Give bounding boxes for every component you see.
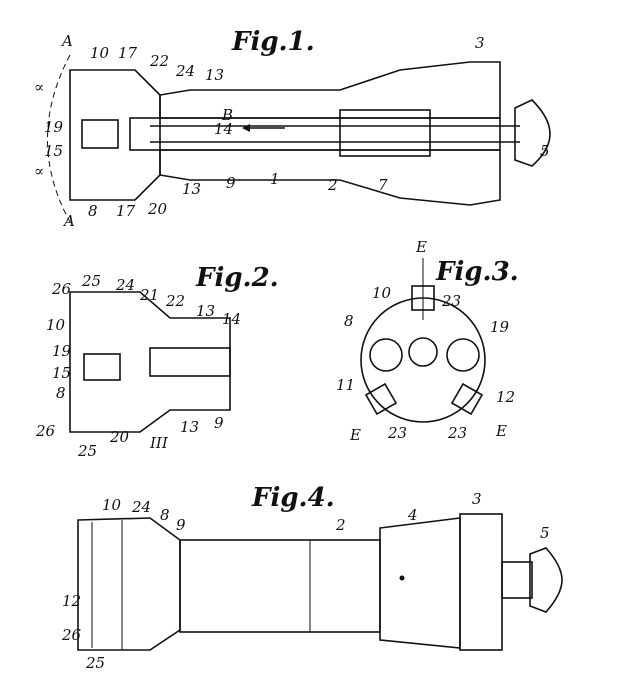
fig2-label: 22 xyxy=(165,292,185,310)
fig4-tube xyxy=(179,539,381,633)
fig1-label: 17 xyxy=(118,44,138,62)
fig3-label: E xyxy=(495,422,507,440)
fig2-bore xyxy=(149,347,231,377)
fig3-label: 19 xyxy=(490,318,510,336)
fig2-label: 25 xyxy=(77,442,97,460)
fig1-label: 20 xyxy=(147,200,168,218)
figure-3: Fig.3. E 10 23 8 19 11 12 E 23 23 E xyxy=(336,238,519,444)
fig2-label: 19 xyxy=(52,342,72,360)
fig1-label: 24 xyxy=(175,62,195,80)
fig4-label: 24 xyxy=(131,498,151,516)
fig1-plunger xyxy=(81,119,119,149)
fig1-label: A xyxy=(60,32,73,50)
fig3-label: 8 xyxy=(344,312,354,330)
fig4-spindle xyxy=(501,561,533,599)
fig1-label: 13 xyxy=(205,66,224,84)
fig1-label: 3 xyxy=(475,34,485,52)
fig2-plunger xyxy=(83,353,121,381)
fig3-key-left xyxy=(364,382,398,416)
fig2-label: 8 xyxy=(56,384,66,402)
fig3-key-right xyxy=(450,382,484,416)
fig3-label: 23 xyxy=(447,424,467,442)
fig2-label: 13 xyxy=(180,418,199,436)
fig2-labels: 26 25 24 21 22 13 14 10 19 15 8 26 20 25… xyxy=(35,272,241,460)
fig3-body xyxy=(360,297,486,423)
fig2-label: 15 xyxy=(52,364,71,382)
fig1-label: A xyxy=(62,212,75,230)
fig3-key-top xyxy=(411,285,435,311)
fig1-arrowhead xyxy=(242,124,250,132)
figure-1: Fig.1. A 10 17 22 24 13 3 ∝ xyxy=(34,27,551,230)
fig3-label: 10 xyxy=(372,284,392,302)
fig1-label: 8 xyxy=(88,202,98,220)
figure-2: Fig.2. 26 25 24 21 22 13 14 10 19 15 8 2… xyxy=(35,263,279,460)
fig3-title: Fig.3. xyxy=(435,257,519,287)
fig2-label: 9 xyxy=(214,414,224,432)
fig4-label: 10 xyxy=(102,496,122,514)
fig1-label: 7 xyxy=(378,176,388,194)
fig3-labels: E 10 23 8 19 11 12 E 23 23 E xyxy=(336,238,515,444)
fig1-label: 14 xyxy=(214,120,233,138)
fig2-label: 20 xyxy=(109,428,130,446)
fig4-knob xyxy=(529,547,563,613)
fig3-center xyxy=(408,337,438,367)
fig4-mark xyxy=(399,575,405,581)
fig1-label: 1 xyxy=(270,170,280,188)
fig4-label: 5 xyxy=(540,524,550,542)
fig1-label: ∝ xyxy=(34,78,44,96)
fig1-label: B xyxy=(221,106,233,124)
fig1-label: ∝ xyxy=(34,162,44,180)
fig1-label: 5 xyxy=(540,142,550,160)
fig4-label: 3 xyxy=(472,490,482,508)
fig2-label: 14 xyxy=(222,310,241,328)
fig1-label: 13 xyxy=(182,180,201,198)
fig1-title: Fig.1. xyxy=(231,27,315,57)
fig4-label: 26 xyxy=(61,626,82,644)
fig1-thread xyxy=(339,109,431,157)
fig1-section-arc xyxy=(47,54,71,223)
fig2-label: 25 xyxy=(81,272,101,290)
fig1-label: 19 xyxy=(44,118,64,136)
fig2-head xyxy=(69,291,231,433)
fig2-label: 26 xyxy=(35,422,56,440)
fig3-label: 23 xyxy=(387,424,407,442)
fig4-title: Fig.4. xyxy=(251,483,335,513)
fig4-barrel xyxy=(379,517,461,649)
fig4-knurl xyxy=(459,513,503,651)
fig4-head xyxy=(77,517,181,651)
fig3-label: E xyxy=(415,238,427,256)
fig1-knob xyxy=(514,99,551,167)
fig4-label: 12 xyxy=(62,592,81,610)
fig4-label: 9 xyxy=(176,516,186,534)
fig1-labels: A 10 17 22 24 13 3 ∝ 19 14 B 15 ∝ 5 13 9… xyxy=(34,32,550,230)
figure-4: Fig.4. 10 24 8 9 2 4 3 5 12 26 25 xyxy=(61,483,563,672)
fig1-label: 10 xyxy=(90,44,110,62)
fig3-hole-left xyxy=(369,338,403,372)
fig3-label: 23 xyxy=(441,292,461,310)
fig4-label: 25 xyxy=(85,654,105,672)
fig1-label: 17 xyxy=(116,202,136,220)
fig3-hole-right xyxy=(446,338,480,372)
fig3-label: E xyxy=(349,426,361,444)
fig4-label: 2 xyxy=(335,516,346,534)
fig1-head xyxy=(69,69,161,201)
fig3-label: 12 xyxy=(496,388,515,406)
fig1-label: 2 xyxy=(327,176,338,194)
fig2-label: 10 xyxy=(46,316,66,334)
fig2-label: 24 xyxy=(115,276,135,294)
fig1-label: 9 xyxy=(226,174,236,192)
fig1-label: 15 xyxy=(44,142,63,160)
fig1-bore xyxy=(129,117,501,151)
fig2-label: III xyxy=(149,434,169,452)
fig4-label: 8 xyxy=(160,506,170,524)
fig4-labels: 10 24 8 9 2 4 3 5 12 26 25 xyxy=(61,490,550,672)
fig1-label: 22 xyxy=(149,52,169,70)
fig3-label: 11 xyxy=(336,376,355,394)
fig2-title: Fig.2. xyxy=(195,263,279,293)
fig2-label: 26 xyxy=(51,280,72,298)
fig4-label: 4 xyxy=(407,506,418,524)
fig2-label: 13 xyxy=(196,302,215,320)
fig2-label: 21 xyxy=(139,286,159,304)
